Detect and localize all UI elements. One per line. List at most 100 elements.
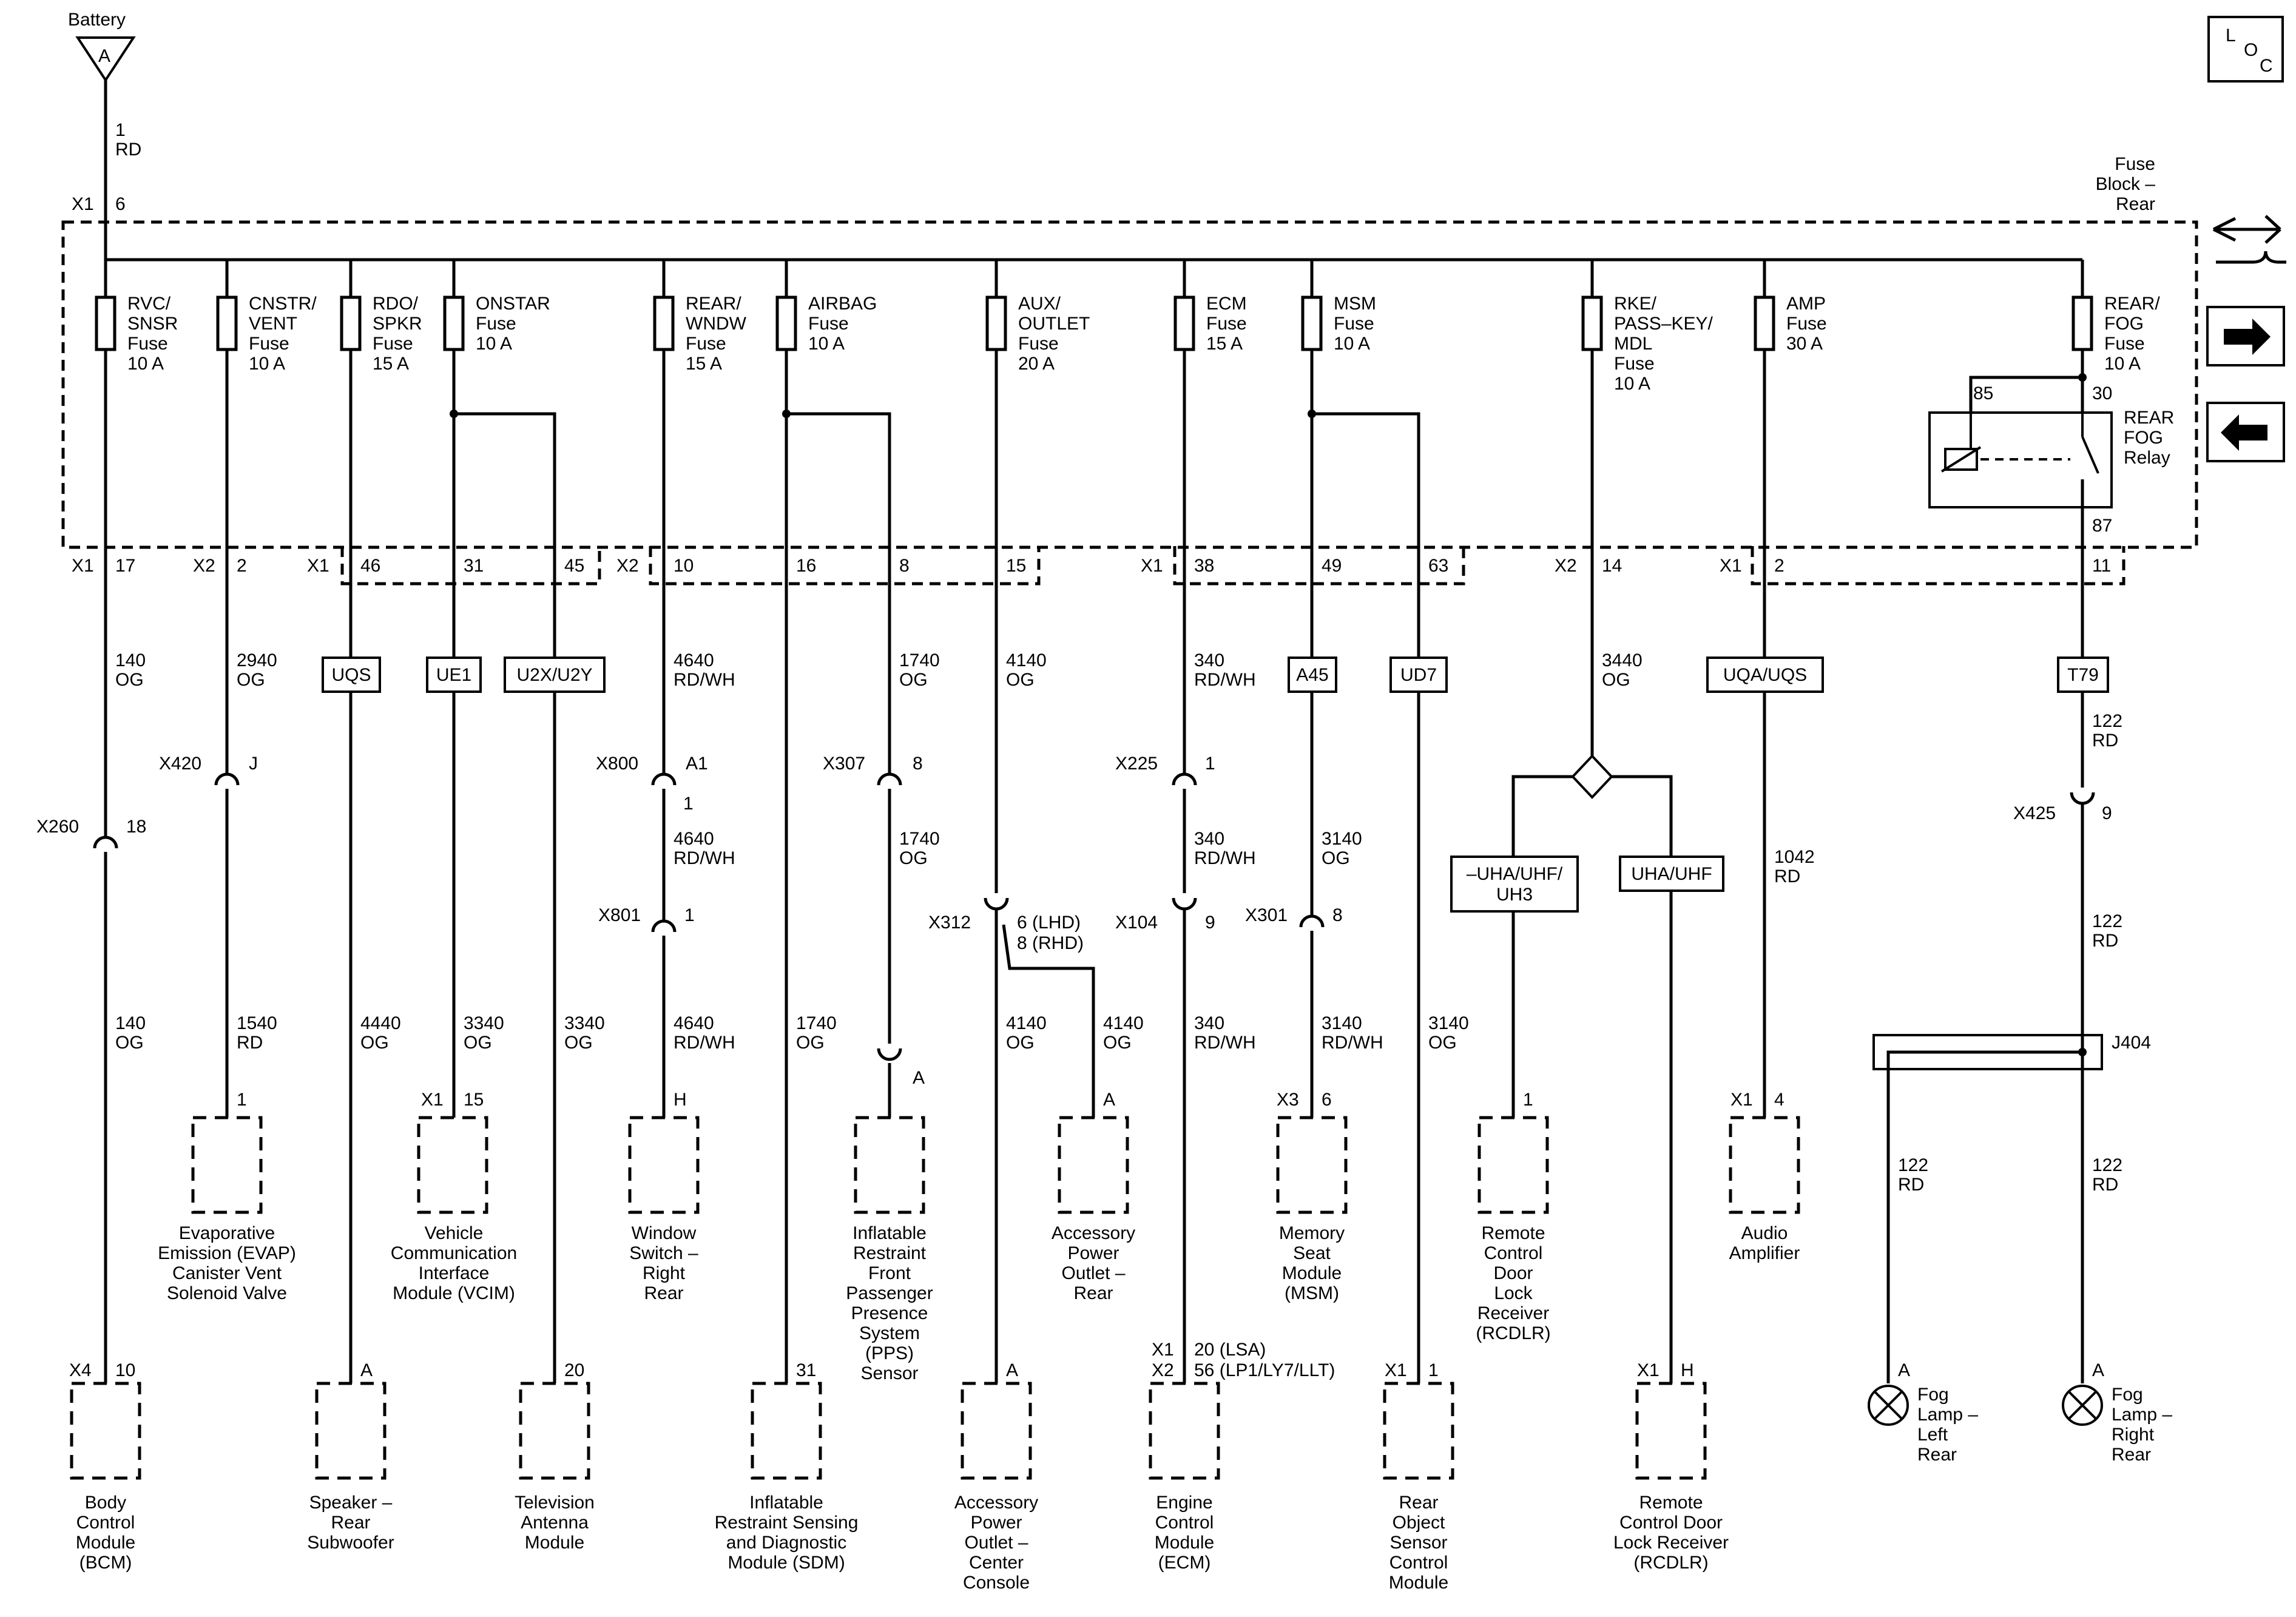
wire-num: 122	[2092, 1155, 2122, 1175]
comp-label: Rear	[2112, 1445, 2151, 1465]
arrow-left-icon[interactable]	[2206, 402, 2285, 462]
comp-pin: X1	[1385, 1360, 1407, 1380]
comp-pin: 1	[237, 1090, 247, 1110]
comp-label: Lamp –	[2112, 1405, 2172, 1425]
fuse-label: CNSTR/	[249, 294, 317, 314]
pin-label: X2	[1555, 556, 1577, 576]
pin-label: 63	[1428, 556, 1448, 576]
comp-label: Control	[76, 1513, 135, 1533]
fuse-label: Fuse	[249, 334, 289, 354]
conn-pin: 9	[2102, 803, 2112, 823]
circuit-sdm: 1740 OG	[785, 546, 837, 1383]
comp-pin: X4	[69, 1360, 92, 1380]
comp-pin: X2	[1152, 1360, 1174, 1380]
main-feed-conn: X1	[72, 194, 94, 214]
conn-pin: 8	[913, 754, 923, 774]
comp-pin: 31	[796, 1360, 816, 1380]
wire-color: RD/WH	[674, 848, 735, 868]
conn-pin: 1	[684, 905, 695, 925]
comp-label: Object	[1393, 1513, 1445, 1533]
circuit-pps: 1740 OG X307 8 1740 OG A	[823, 546, 940, 1118]
circuit-evap: 2940 OG X420 J 1540 RD	[159, 546, 277, 1118]
comp-label: Presence	[851, 1303, 928, 1323]
fuse-label: 20 A	[1018, 354, 1055, 374]
fuse-block-line-1: Fuse	[2115, 154, 2155, 174]
pin-label: X1	[72, 556, 94, 576]
comp-label: Module	[1155, 1533, 1214, 1553]
fuse-block-pin-row: X1 17 X2 2 X1 46 31 45 X2 10 16 8 15 X1 …	[72, 546, 2125, 586]
component-subwoofer: A Speaker – Rear Subwoofer	[307, 1360, 394, 1553]
splice-label: J404	[2112, 1033, 2151, 1053]
option-label: UH3	[1496, 885, 1533, 905]
loc-badge[interactable]: L O C	[2207, 16, 2284, 83]
fuse-label: SPKR	[373, 314, 422, 334]
wire-num: 4140	[1006, 1013, 1047, 1033]
fuse-label: RKE/	[1614, 294, 1657, 314]
comp-pin: 6	[1322, 1090, 1332, 1110]
comp-label: (ECM)	[1158, 1553, 1211, 1573]
fuse-label: Fuse	[1614, 354, 1655, 374]
wire-color: RD	[1774, 866, 1800, 886]
fuse-label: Fuse	[808, 314, 849, 334]
wrench-icon[interactable]	[2212, 215, 2286, 264]
arrow-right-icon[interactable]	[2206, 306, 2285, 366]
comp-pin: A	[1006, 1360, 1018, 1380]
comp-label: Window	[632, 1223, 697, 1243]
fuse-cnstr-vent: CNSTR/ VENT Fuse 10 A	[216, 260, 317, 546]
conn-label: X307	[823, 754, 865, 774]
comp-pin: X1	[1730, 1090, 1753, 1110]
comp-label: Power	[970, 1513, 1022, 1533]
conn-pin: A1	[686, 754, 708, 774]
fuse-label: PASS–KEY/	[1614, 314, 1714, 334]
fuse-rke-pass-key-mdl: RKE/ PASS–KEY/ MDL Fuse 10 A	[1581, 260, 1714, 546]
comp-label: (PPS)	[865, 1343, 914, 1363]
component-rcdlr-upper: 1 Remote Control Door Lock Receiver (RCD…	[1476, 1090, 1550, 1343]
loc-l: L	[2226, 25, 2236, 46]
component-audio-amp: X1 4 Audio Amplifier	[1729, 1090, 1800, 1263]
fuse-airbag: AIRBAG Fuse 10 A	[775, 260, 891, 546]
pin-label: 2	[1774, 556, 1784, 576]
wire-num: 4140	[1006, 650, 1047, 670]
comp-label: Memory	[1279, 1223, 1345, 1243]
fuse-msm: MSM Fuse 10 A	[1301, 260, 1420, 546]
relay-label: Relay	[2124, 448, 2170, 468]
wire-num: 4440	[360, 1013, 401, 1033]
comp-label: Accessory	[954, 1493, 1038, 1513]
battery-label: Battery	[68, 10, 126, 30]
conn-label: X801	[598, 905, 641, 925]
fuse-label: Fuse	[1018, 334, 1059, 354]
comp-label: Receiver	[1477, 1303, 1549, 1323]
fuse-label: MDL	[1614, 334, 1652, 354]
comp-label: Engine	[1156, 1493, 1212, 1513]
comp-label: Accessory	[1052, 1223, 1135, 1243]
option-label: A45	[1296, 665, 1328, 685]
component-rear-object-sensor: X1 1 Rear Object Sensor Control Module	[1383, 1360, 1454, 1593]
wire-num: 2940	[237, 650, 277, 670]
fuse-label: AIRBAG	[808, 294, 877, 314]
wire-num: 1540	[237, 1013, 277, 1033]
wire-color: RD/WH	[1322, 1033, 1383, 1053]
battery-symbol: Battery A	[68, 10, 136, 83]
wire-color: RD	[2092, 931, 2118, 951]
wire-num: 1042	[1774, 847, 1815, 867]
fuse-label: RVC/	[127, 294, 171, 314]
comp-label: Module (SDM)	[728, 1553, 845, 1573]
comp-label: Body	[85, 1493, 126, 1513]
wire-num: 340	[1194, 1013, 1224, 1033]
comp-label: Control	[1155, 1513, 1214, 1533]
comp-label: Remote	[1481, 1223, 1545, 1243]
pin-label: X2	[193, 556, 215, 576]
comp-label: and Diagnostic	[726, 1533, 846, 1553]
fuse-label: 10 A	[476, 334, 512, 354]
fuse-label: 15 A	[373, 354, 409, 374]
comp-label: Antenna	[521, 1513, 589, 1533]
comp-label: Control Door	[1619, 1513, 1723, 1533]
fuse-ecm: ECM Fuse 15 A	[1173, 260, 1247, 546]
wire-num: 1740	[899, 650, 940, 670]
comp-label: Right	[643, 1263, 686, 1283]
comp-label: Remote	[1639, 1493, 1703, 1513]
option-box	[1706, 657, 1824, 693]
pin-label: 17	[115, 556, 135, 576]
relay-label: FOG	[2124, 428, 2163, 448]
circuit-subwoofer: UQS 4440 OG	[322, 546, 401, 1383]
